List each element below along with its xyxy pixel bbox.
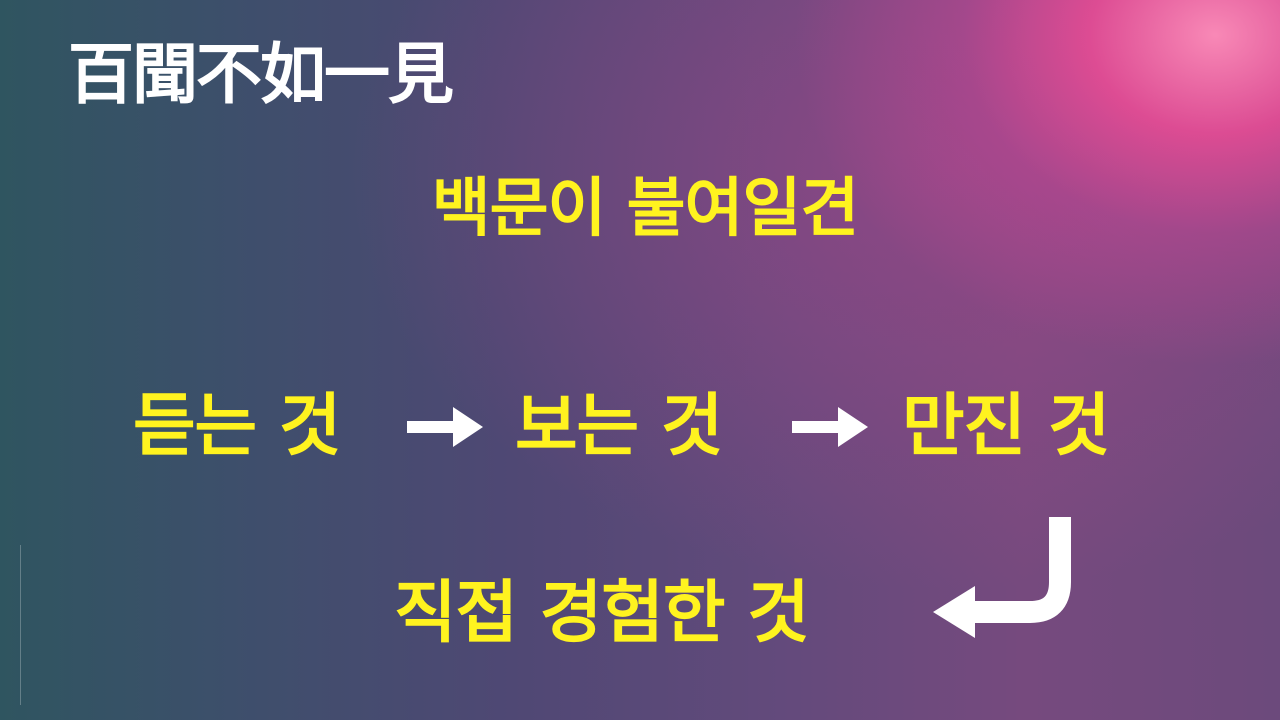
right-arrow-icon xyxy=(407,407,483,447)
step-touching: 만진 것 xyxy=(902,387,1110,466)
korean-title: 백문이 불여일견 xyxy=(431,172,859,246)
decorative-edge-line xyxy=(20,545,21,705)
hanja-title: 百聞不如一見 xyxy=(68,36,454,113)
return-arrow-icon xyxy=(933,517,1071,638)
result-direct-experience: 직접 경험한 것 xyxy=(394,574,810,653)
right-arrow-icon xyxy=(792,407,868,447)
step-hearing: 듣는 것 xyxy=(133,387,341,466)
step-seeing: 보는 것 xyxy=(515,387,723,466)
